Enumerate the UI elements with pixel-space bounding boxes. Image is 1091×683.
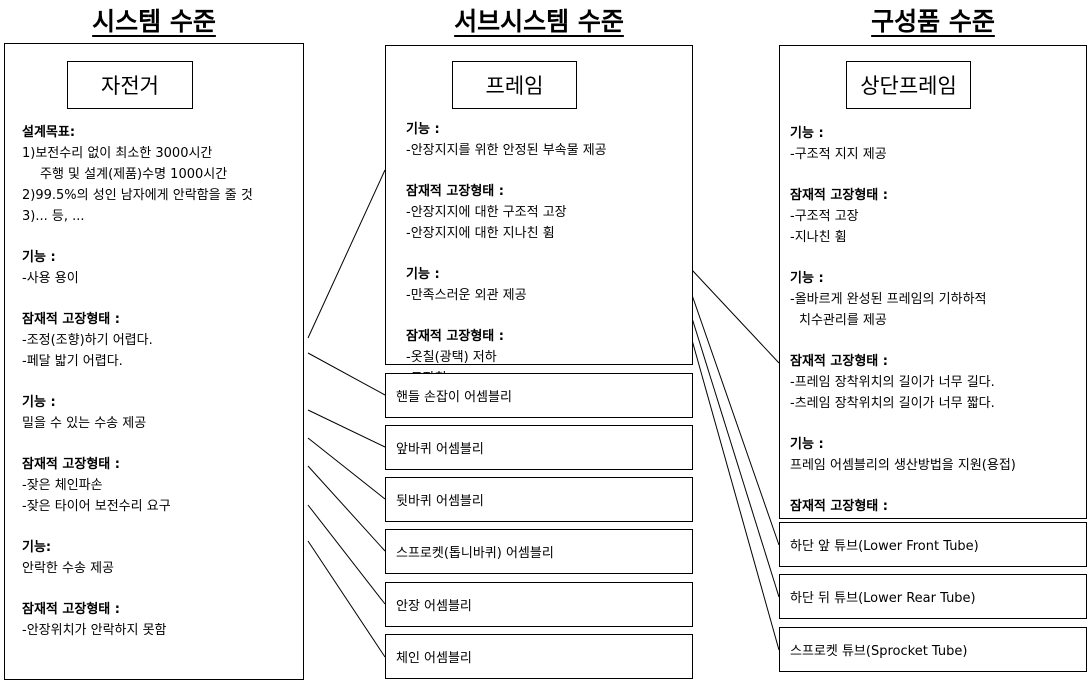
system-content: 설계목표: 1)보전수리 없이 최소한 3000시간 주행 및 설계(제품)수명… [22, 122, 253, 661]
component-failure-mode-block: 잠재적 고장형태 : -구조적 고장 -지나친 휨 [790, 185, 1016, 248]
assembly-sprocket: 스프로켓(톱니바퀴) 어셈블리 [385, 529, 693, 574]
function-line: -올바르게 완성된 프레임의 기하하적 [790, 292, 987, 307]
failure-mode-heading: 잠재적 고장형태 : [406, 184, 504, 199]
subsystem-level-header: 서브시스템 수준 [454, 7, 624, 36]
subsystem-title-box: 프레임 [452, 61, 577, 109]
function-heading: 기능 : [790, 437, 824, 452]
failure-mode-line: -잦은 체인파손 [22, 478, 103, 493]
component-failure-mode-block: 잠재적 고장형태 : [790, 496, 1016, 517]
failure-mode-line: -안장위치가 안락하지 못함 [22, 623, 167, 638]
subsystem-function-block: 기능 : -안장지지를 위한 안정된 부속물 제공 [406, 119, 607, 161]
design-goal-line: 3)... 등, ... [22, 209, 85, 224]
system-panel [4, 43, 304, 680]
function-heading: 기능 : [406, 267, 440, 282]
design-goal-line: 주행 및 설계(제품)수명 1000시간 [40, 167, 228, 182]
function-line: -사용 용이 [22, 271, 79, 286]
subsystem-content: 기능 : -안장지지를 위한 안정된 부속물 제공 잠재적 고장형태 : -안장… [406, 119, 607, 409]
component-failure-mode-block: 잠재적 고장형태 : -프레임 장착위치의 길이가 너무 길다. -츠레임 장착… [790, 351, 1016, 414]
function-line: -만족스러운 외관 제공 [406, 288, 527, 303]
component-level-header: 구성품 수준 [871, 7, 995, 36]
failure-mode-line: -잦은 타이어 보전수리 요구 [22, 499, 171, 514]
system-function-block: 기능 : 밀을 수 있는 수송 제공 [22, 392, 253, 434]
failure-mode-heading: 잠재적 고장형태 : [406, 329, 504, 344]
tube-lower-rear: 하단 뒤 튜브(Lower Rear Tube) [779, 574, 1087, 619]
failure-mode-line: -구조적 고장 [790, 209, 859, 224]
assembly-handle: 핸들 손잡이 어셈블리 [385, 373, 693, 418]
failure-mode-line: -조정(조향)하기 어렵다. [22, 333, 153, 348]
failure-mode-line: -프레임 장착위치의 길이가 너무 길다. [790, 375, 995, 390]
component-title-box: 상단프레임 [846, 61, 971, 109]
link-frame-lower-front [691, 294, 780, 546]
function-heading: 기능: [22, 540, 52, 555]
failure-mode-line: -안장지지에 대한 지나친 휨 [406, 226, 555, 241]
failure-mode-heading: 잠재적 고장형태 : [22, 457, 120, 472]
failure-mode-heading: 잠재적 고장형태 : [790, 188, 888, 203]
function-heading: 기능 : [790, 271, 824, 286]
design-goals-heading: 설계목표: [22, 125, 76, 140]
design-goal-line: 2)99.5%의 성인 남자에게 안락함을 줄 것 [22, 188, 253, 203]
function-line: 프레임 어셈블리의 생산방법을 지원(용접) [790, 458, 1016, 473]
link-system-saddle [307, 504, 386, 605]
link-system-frame [307, 169, 386, 339]
assembly-chain: 체인 어셈블리 [385, 634, 693, 679]
function-line: 치수관리를 제공 [799, 313, 887, 328]
function-heading: 기능 : [406, 122, 440, 137]
component-function-block: 기능 : -올바르게 완성된 프레임의 기하하적 치수관리를 제공 [790, 268, 1016, 331]
system-title-box: 자전거 [67, 61, 193, 109]
link-system-rear-wheel [307, 437, 386, 500]
link-system-sprocket [307, 465, 386, 552]
system-level-header: 시스템 수준 [92, 7, 216, 36]
function-heading: 기능 : [790, 126, 824, 141]
tube-lower-front: 하단 앞 튜브(Lower Front Tube) [779, 522, 1087, 567]
component-function-block: 기능 : -구조적 지지 제공 [790, 123, 1016, 165]
function-line: -구조적 지지 제공 [790, 147, 887, 162]
assembly-front-wheel: 앞바퀴 어셈블리 [385, 425, 693, 470]
function-line: 밀을 수 있는 수송 제공 [22, 416, 147, 431]
component-panel [779, 45, 1087, 519]
design-goals: 설계목표: 1)보전수리 없이 최소한 3000시간 주행 및 설계(제품)수명… [22, 122, 253, 227]
system-function-block: 기능: 안락한 수송 제공 [22, 537, 253, 579]
failure-mode-heading: 잠재적 고장형태 : [790, 499, 888, 514]
failure-mode-heading: 잠재적 고장형태 : [22, 312, 120, 327]
system-failure-mode-block: 잠재적 고장형태 : -잦은 체인파손 -잦은 타이어 보전수리 요구 [22, 454, 253, 517]
failure-mode-line: -페달 밟기 어렵다. [22, 354, 123, 369]
assembly-saddle: 안장 어셈블리 [385, 582, 693, 627]
subsystem-function-block: 기능 : -만족스러운 외관 제공 [406, 264, 607, 306]
assembly-rear-wheel: 뒷바퀴 어셈블리 [385, 477, 693, 522]
failure-mode-line: -안장지지에 대한 구조적 고장 [406, 205, 567, 220]
subsystem-failure-mode-block: 잠재적 고장형태 : -안장지지에 대한 구조적 고장 -안장지지에 대한 지나… [406, 181, 607, 244]
link-frame-upper-frame [691, 269, 780, 364]
link-system-chain [307, 540, 386, 658]
function-line: -안장지지를 위한 안정된 부속물 제공 [406, 143, 607, 158]
failure-mode-line: -지나친 휨 [790, 230, 847, 245]
system-function-block: 기능 : -사용 용이 [22, 247, 253, 289]
link-system-handle [307, 352, 386, 396]
failure-mode-heading: 잠재적 고장형태 : [790, 354, 888, 369]
design-goal-line: 1)보전수리 없이 최소한 3000시간 [22, 146, 213, 161]
component-function-block: 기능 : 프레임 어셈블리의 생산방법을 지원(용접) [790, 434, 1016, 476]
function-heading: 기능 : [22, 250, 56, 265]
failure-mode-line: -츠레임 장착위치의 길이가 너무 짧다. [790, 396, 995, 411]
link-system-front-wheel [307, 409, 386, 448]
component-content: 기능 : -구조적 지지 제공 잠재적 고장형태 : -구조적 고장 -지나친 … [790, 123, 1016, 537]
failure-mode-heading: 잠재적 고장형태 : [22, 602, 120, 617]
function-heading: 기능 : [22, 395, 56, 410]
link-frame-lower-rear [691, 317, 780, 598]
tube-sprocket: 스프로켓 튜브(Sprocket Tube) [779, 627, 1087, 672]
system-failure-mode-block: 잠재적 고장형태 : -조정(조향)하기 어렵다. -페달 밟기 어렵다. [22, 309, 253, 372]
failure-mode-line: -옷칠(광택) 저하 [406, 350, 497, 365]
system-failure-mode-block: 잠재적 고장형태 : -안장위치가 안락하지 못함 [22, 599, 253, 641]
function-line: 안락한 수송 제공 [22, 561, 114, 576]
link-frame-sprocket-tube [691, 339, 780, 651]
